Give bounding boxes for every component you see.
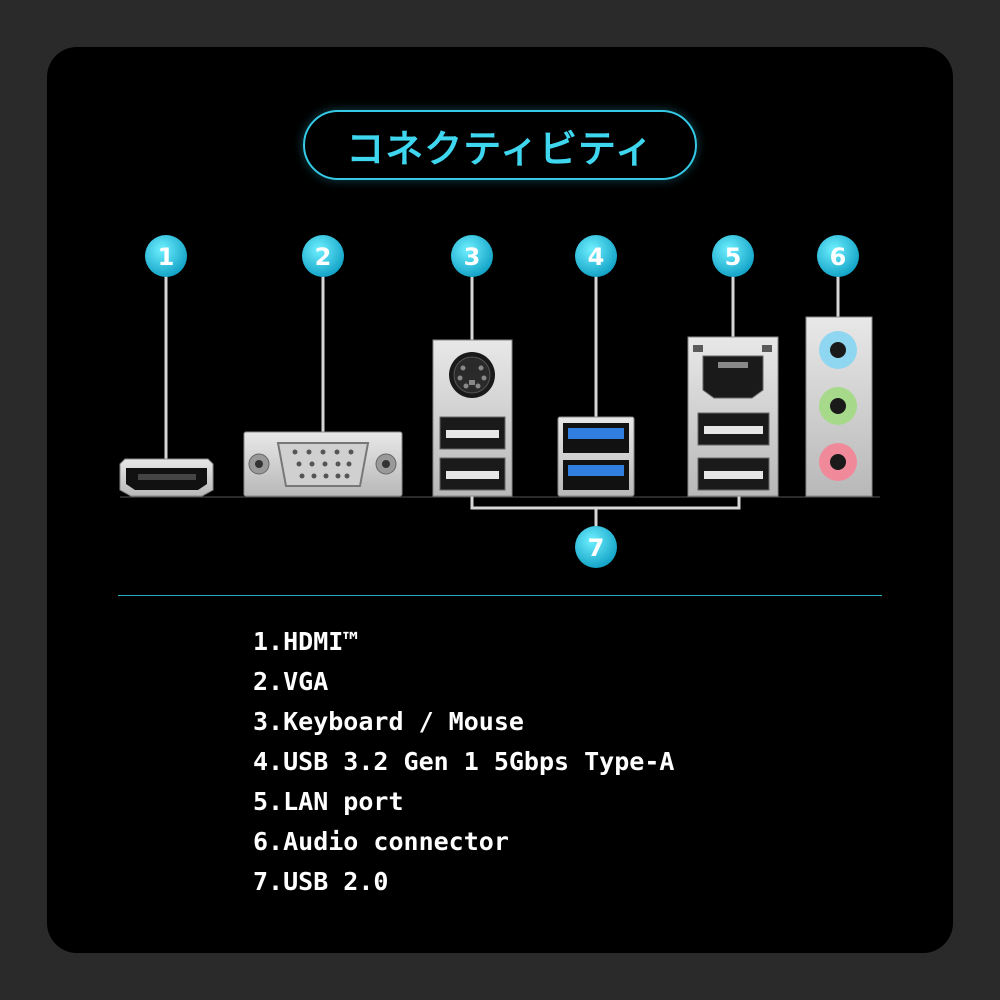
spec-list: 1.HDMI™ 2.VGA 3.Keyboard / Mouse 4.USB 3… (253, 624, 674, 904)
badge-2: 2 (302, 235, 344, 277)
spec-item-lan: 5.LAN port (253, 787, 404, 816)
audio-jack-icon (805, 316, 873, 497)
spec-item-audio: 6.Audio connector (253, 827, 509, 856)
badge-number: 3 (464, 243, 481, 271)
badge-number: 2 (315, 243, 332, 271)
spec-item-usb2: 7.USB 2.0 (253, 867, 389, 896)
badge-3: 3 (451, 235, 493, 277)
title-pill: コネクティビティ (303, 110, 697, 180)
spec-item-vga: 2.VGA (253, 667, 329, 696)
badge-4: 4 (575, 235, 617, 277)
usb2-port-icon (697, 412, 770, 491)
hdmi-port-icon (119, 458, 214, 497)
spec-item-usb3: 4.USB 3.2 Gen 1 5Gbps Type-A (253, 747, 675, 776)
divider (118, 595, 882, 596)
usb3-port-icon (557, 416, 635, 497)
spec-item-hdmi: 1.HDMI™ (253, 627, 359, 656)
badge-number: 5 (725, 243, 742, 271)
badge-number: 1 (158, 243, 175, 271)
badge-1: 1 (145, 235, 187, 277)
badge-number: 7 (588, 534, 605, 562)
usb2-port-icon (439, 416, 506, 491)
badge-6: 6 (817, 235, 859, 277)
spec-item-keyboard-mouse: 3.Keyboard / Mouse (253, 707, 524, 736)
badge-number: 4 (588, 243, 605, 271)
badge-5: 5 (712, 235, 754, 277)
background-panel (47, 47, 953, 953)
badge-number: 6 (830, 243, 847, 271)
page-title: コネクティビティ (346, 126, 654, 171)
vga-port-icon (243, 431, 403, 497)
badge-7: 7 (575, 526, 617, 568)
